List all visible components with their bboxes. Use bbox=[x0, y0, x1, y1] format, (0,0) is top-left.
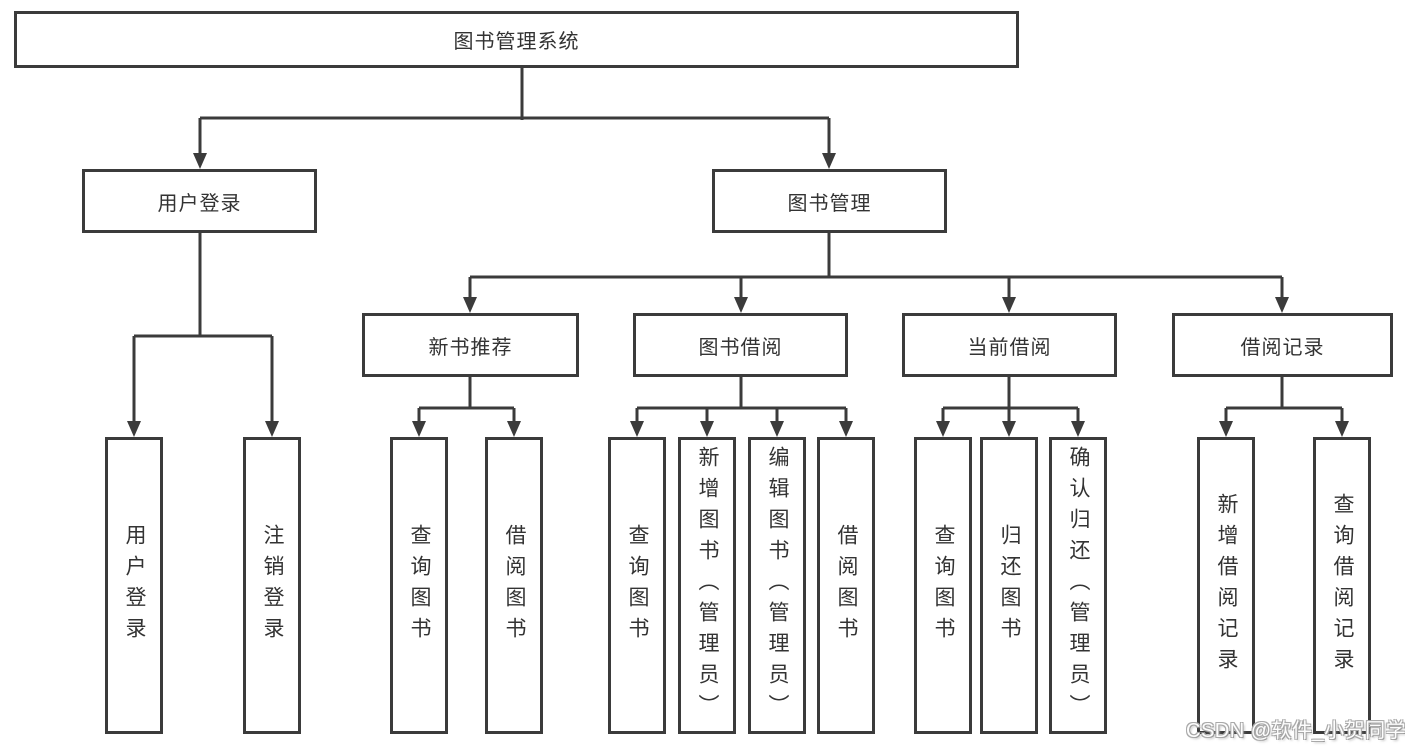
node-root-library-system: 图书管理系统 bbox=[14, 11, 1019, 68]
leaf-borrow-add-books-admin-label: 新增图书（管理员） bbox=[696, 446, 719, 725]
leaf-borrow-edit-books-admin-label: 编辑图书（管理员） bbox=[766, 446, 789, 725]
leaf-borrow-borrow-books: 借阅图书 bbox=[817, 437, 875, 734]
leaf-recommend-query-books-label: 查询图书 bbox=[408, 523, 431, 648]
leaf-borrow-query-books-label: 查询图书 bbox=[626, 523, 649, 648]
connector-lines bbox=[132, 68, 1344, 424]
node-book-borrow: 图书借阅 bbox=[633, 313, 848, 377]
leaf-current-confirm-return-admin: 确认归还（管理员） bbox=[1049, 437, 1107, 734]
leaf-user-login-label: 用户登录 bbox=[123, 523, 146, 648]
leaf-recommend-borrow-books: 借阅图书 bbox=[485, 437, 543, 734]
leaf-current-return-books: 归还图书 bbox=[980, 437, 1038, 734]
leaf-records-add-record-label: 新增借阅记录 bbox=[1215, 492, 1238, 679]
node-borrow-records-label: 借阅记录 bbox=[1240, 336, 1325, 359]
leaf-records-query-record: 查询借阅记录 bbox=[1313, 437, 1371, 734]
leaf-records-query-record-label: 查询借阅记录 bbox=[1331, 492, 1354, 679]
node-root-label: 图书管理系统 bbox=[453, 31, 580, 53]
node-book-borrow-label: 图书借阅 bbox=[698, 336, 783, 359]
leaf-borrow-add-books-admin: 新增图书（管理员） bbox=[678, 437, 736, 734]
leaf-records-add-record: 新增借阅记录 bbox=[1197, 437, 1255, 734]
leaf-current-query-books: 查询图书 bbox=[914, 437, 972, 734]
leaf-borrow-borrow-books-label: 借阅图书 bbox=[835, 523, 858, 648]
leaf-logout: 注销登录 bbox=[243, 437, 301, 734]
csdn-watermark: CSDN @软件_小贺同学 bbox=[1186, 720, 1405, 742]
leaf-borrow-edit-books-admin: 编辑图书（管理员） bbox=[748, 437, 806, 734]
leaf-user-login: 用户登录 bbox=[105, 437, 163, 734]
leaf-current-query-books-label: 查询图书 bbox=[932, 523, 955, 648]
node-current-borrow: 当前借阅 bbox=[902, 313, 1117, 377]
leaf-recommend-borrow-books-label: 借阅图书 bbox=[503, 523, 526, 648]
node-book-management: 图书管理 bbox=[712, 169, 947, 233]
node-user-login-label: 用户登录 bbox=[157, 192, 242, 215]
node-book-management-label: 图书管理 bbox=[787, 192, 872, 215]
leaf-logout-label: 注销登录 bbox=[261, 523, 284, 648]
leaf-recommend-query-books: 查询图书 bbox=[390, 437, 448, 734]
node-borrow-records: 借阅记录 bbox=[1172, 313, 1393, 377]
node-new-book-recommend: 新书推荐 bbox=[362, 313, 579, 377]
leaf-borrow-query-books: 查询图书 bbox=[608, 437, 666, 734]
node-user-login: 用户登录 bbox=[82, 169, 317, 233]
leaf-current-return-books-label: 归还图书 bbox=[998, 523, 1021, 648]
leaf-current-confirm-return-admin-label: 确认归还（管理员） bbox=[1067, 446, 1090, 725]
node-new-book-recommend-label: 新书推荐 bbox=[428, 336, 513, 359]
node-current-borrow-label: 当前借阅 bbox=[967, 336, 1052, 359]
